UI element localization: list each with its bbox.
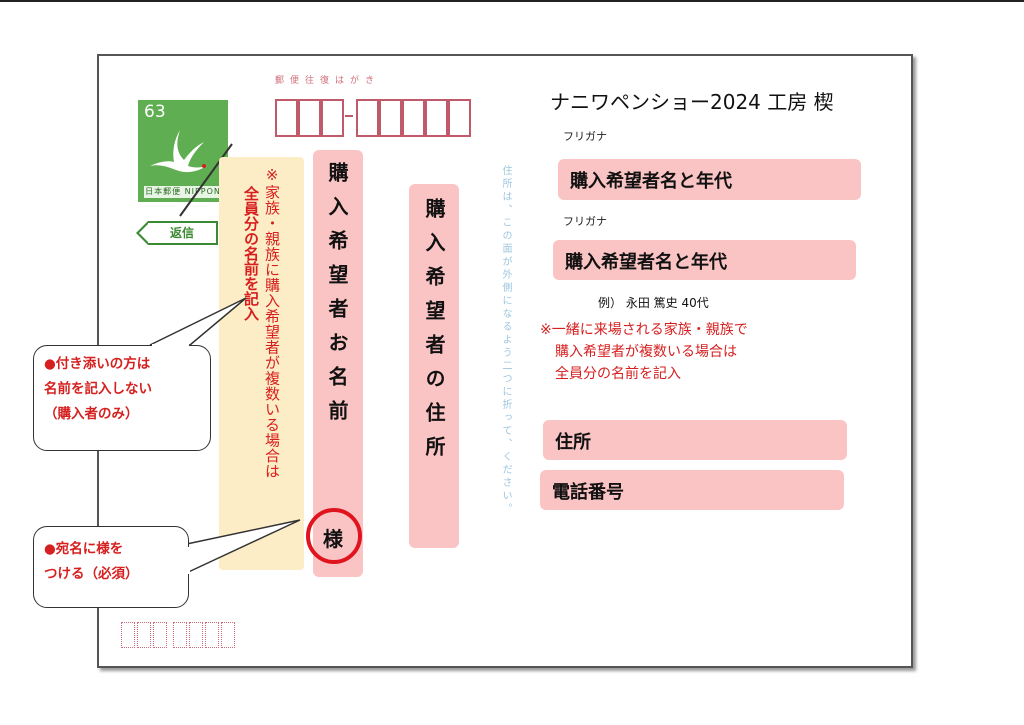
postage-stamp: 63 日本郵便 NIPPON [138, 100, 228, 202]
callout-line: 名前を記入しない [44, 381, 152, 397]
return-label: 返信 [136, 221, 218, 245]
crane-icon [150, 130, 206, 173]
recipient-name-label: 購入希望者お名前 [325, 162, 349, 434]
example-text: 例） 永田 篤史 40代 [598, 296, 709, 310]
postal-dash [345, 115, 353, 117]
postal-code-box [298, 99, 321, 137]
phone-field: 電話番号 [540, 470, 844, 510]
name-age-field-1-label: 購入希望者名と年代 [570, 171, 732, 192]
postal-code-box [448, 99, 471, 137]
postal-code-box [379, 99, 402, 137]
family-note-right-line: 全員分の名前を記入 [555, 366, 681, 382]
name-age-field-1: 購入希望者名と年代 [558, 159, 861, 200]
name-age-field-2: 購入希望者名と年代 [553, 240, 856, 280]
stamp-country: 日本郵便 NIPPON [144, 186, 222, 198]
address-field: 住所 [543, 420, 847, 460]
sama-callout: ●宛名に様を つける（必須） [33, 526, 189, 608]
phone-field-label: 電話番号 [552, 482, 624, 503]
stamp-value: 63 [144, 102, 166, 122]
sender-code-box [153, 622, 167, 648]
furigana-label-1: フリガナ [563, 130, 607, 143]
postal-code-box [402, 99, 425, 137]
sender-code-box [137, 622, 151, 648]
callout-line: つける（必須） [44, 566, 139, 582]
callout-line: ●宛名に様を [44, 541, 124, 557]
callout-line: （購入者のみ） [44, 406, 139, 422]
callout-joint [187, 547, 190, 574]
postal-code-box [356, 99, 379, 137]
postal-code-box [275, 99, 298, 137]
postal-code-box [425, 99, 448, 137]
family-note-col2: 全員分の名前を記入 [242, 186, 260, 321]
recipient-name-field [313, 150, 363, 577]
sender-code-box [121, 622, 135, 648]
address-field-label: 住所 [555, 432, 591, 453]
event-title: ナニワペンショー2024 工房 楔 [550, 90, 834, 114]
callout-joint [152, 344, 189, 347]
companions-callout: ●付き添いの方は 名前を記入しない （購入者のみ） [33, 345, 211, 451]
recipient-address-label: 購入希望者の住所 [422, 198, 446, 470]
sender-code-box [221, 622, 235, 648]
furigana-label-2: フリガナ [563, 215, 607, 228]
sender-code-box [173, 622, 187, 648]
family-note-right-line: ※一緒に来場される家族・親族で [540, 322, 748, 338]
top-rule [0, 0, 1024, 2]
family-note-right-line: 購入希望者が複数いる場合は [555, 344, 737, 360]
recipient-address-field [409, 184, 459, 548]
sama-highlight-circle [306, 508, 362, 564]
fold-instruction-text: 住所は、この面が外側になるよう二つに折って、ください。 [500, 165, 511, 516]
family-note-area [219, 157, 304, 570]
family-note-col1: ※家族・親族に購入希望者が複数いる場合は [263, 166, 281, 479]
postal-label: 郵便往復はがき [275, 76, 381, 86]
postal-code-box [321, 99, 344, 137]
sender-code-box [205, 622, 219, 648]
sama-honorific: 様 [323, 527, 343, 551]
family-note-right: ※一緒に来場される家族・親族で 購入希望者が複数いる場合は 全員分の名前を記入 [540, 319, 748, 385]
callout-line: ●付き添いの方は [44, 356, 151, 372]
sender-code-box [189, 622, 203, 648]
stamp-slash-line [179, 143, 233, 217]
name-age-field-2-label: 購入希望者名と年代 [565, 252, 727, 273]
